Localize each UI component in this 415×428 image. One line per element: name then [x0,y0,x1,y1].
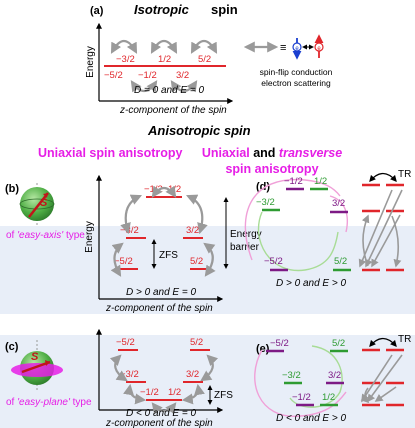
caption-type: 'easy-axis' [17,230,64,241]
panel-b-y-label: Energy [84,221,95,253]
panel-c-caption: of 'easy-plane' type [6,397,92,408]
anisotropic-heading: Anisotropic spin [147,123,251,138]
svg-text:e: e [317,46,321,52]
panel-a-level-label: −1/2 [138,70,157,81]
electron-spin-up-icon: e [314,34,324,58]
sphere-spin-label: S [31,351,39,363]
panel-c-x-label: z-component of the spin [105,418,213,428]
transverse-heading-part: Uniaxial [202,146,250,160]
panel-d-level-label: 3/2 [332,198,345,209]
panel-a-level-label: 5/2 [198,54,211,65]
panel-e-level-label: 3/2 [328,370,341,381]
panel-a-title-rest: spin [211,2,238,17]
panel-c-background [0,335,415,428]
panel-a-condition: D = 0 and E = 0 [134,85,204,96]
panel-d-mixing-loops [244,178,348,272]
panel-e-condition: D < 0 and E > 0 [276,413,346,424]
electron-spin-down-icon: e [292,38,302,60]
panel-e-transition-arrows [360,354,403,404]
panel-b-label: (b) [5,183,19,195]
tunnel-arrow [369,172,397,182]
panel-d-levels [262,183,404,272]
panel-a-title-italic: Isotropic [134,2,190,17]
panel-b-level-label: 3/2 [186,225,199,236]
panel-d-condition: D > 0 and E > 0 [276,278,346,289]
panel-d-tr: TR [398,169,411,180]
uniaxial-heading: Uniaxial spin anisotropy [38,146,183,160]
caption-prefix: of [6,230,17,241]
panel-a-level-label: 3/2 [176,70,189,81]
panel-e-level-label: −1/2 [292,392,311,403]
panel-a: (a) Isotropic spin Energy −3/2 1/2 5/2 −… [85,2,333,116]
panel-d: (d) −1/2 1/2 −3/2 3/2 −5/2 5/2 [244,169,411,289]
panel-b-x-label: z-component of the spin [105,303,213,314]
panel-e: (e) −5/2 5/2 −3/2 3/2 −1/2 1/2 [254,334,411,424]
panel-c-zfs: ZFS [214,390,233,401]
panel-d-level-label: −1/2 [284,176,303,187]
panel-b-zfs: ZFS [159,250,178,261]
panel-b: (b) S of 'easy-axis' type Energy −1/2 1/… [5,174,262,314]
panel-b-caption: of 'easy-axis' type [6,230,85,241]
panel-a-scattering-arrows [110,39,218,93]
panel-c-level-label: 3/2 [186,369,199,380]
panel-e-level-label: −3/2 [282,370,301,381]
transverse-heading-line1: Uniaxial and transverse [202,146,342,160]
transverse-heading-part: and [250,146,279,160]
panel-e-level-label: 1/2 [322,392,335,403]
panel-c: (c) S of 'easy-plane' type −5/2 5/2 −3/2… [5,328,233,428]
transverse-heading-line2: spin anisotropy [225,162,318,176]
caption-type: 'easy-plane' [17,397,71,408]
panel-a-y-label: Energy [85,46,96,78]
panel-e-label: (e) [256,343,270,355]
panel-b-condition: D > 0 and E = 0 [126,287,196,298]
panel-e-level-label: 5/2 [332,338,345,349]
panel-d-level-label: 1/2 [314,176,327,187]
panel-d-level-label: −3/2 [256,197,275,208]
panel-c-level-label: −5/2 [116,337,135,348]
legend-text-line1: spin-flip conduction [260,67,333,77]
panel-d-level-label: 5/2 [334,256,347,267]
panel-b-scattering-arrows [110,185,216,277]
panel-b-level-label: 5/2 [190,256,203,267]
legend-equivalent-sign: ≡ [280,42,286,54]
panel-d-level-label: −5/2 [264,256,283,267]
panel-b-level-label: −3/2 [120,225,139,236]
panel-b-level-label: −5/2 [114,256,133,267]
svg-text:e: e [295,46,299,52]
panel-c-label: (c) [5,341,19,353]
panel-c-levels [118,349,210,401]
legend-text-line2: electron scattering [261,78,331,88]
easy-axis-sphere-icon: S [19,183,55,225]
caption-suffix: type [63,230,85,241]
panel-c-level-label: −3/2 [120,369,139,380]
panel-c-level-label: −1/2 [140,387,159,398]
panel-a-level-label: 1/2 [158,54,171,65]
easy-plane-sphere-icon: S [11,340,63,390]
panel-a-x-label: z-component of the spin [119,105,227,116]
panel-a-level-label: −3/2 [116,54,135,65]
barrier-line2: barrier [230,242,260,253]
caption-suffix: type [70,397,92,408]
panel-a-label: (a) [90,5,104,17]
sphere-spin-label: S [40,197,48,209]
panel-c-scattering-arrows [109,354,219,415]
panel-c-level-label: 1/2 [168,387,181,398]
panel-c-level-label: 5/2 [190,337,203,348]
panel-a-level-label: −5/2 [104,70,123,81]
panel-d-transition-arrows [358,189,403,268]
panel-c-condition: D < 0 and E = 0 [126,408,196,419]
panel-e-levels [266,348,404,407]
panel-d-label: (d) [256,181,270,193]
panel-e-level-label: −5/2 [270,338,289,349]
panel-e-tr: TR [398,334,411,345]
caption-prefix: of [6,397,17,408]
tunnel-arrow [369,337,397,347]
transverse-heading-part: transverse [279,146,342,160]
